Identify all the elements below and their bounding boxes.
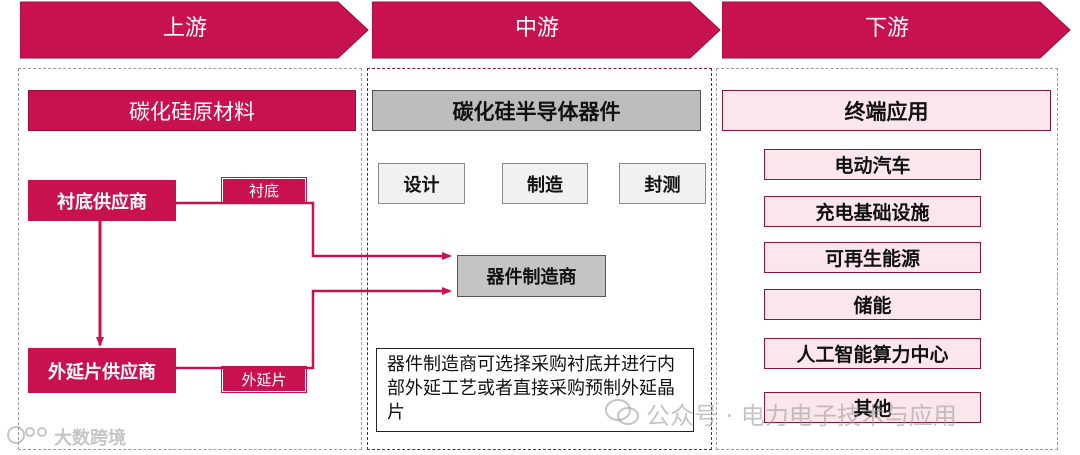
- app-other: 其他: [764, 392, 981, 423]
- stage-arrow-downstream: 下游: [722, 0, 1072, 60]
- stage-label-downstream: 下游: [864, 16, 909, 41]
- upstream-header: 碳化硅原材料: [28, 90, 356, 131]
- arrow-shape: [20, 1, 369, 59]
- arrow-shape: [372, 1, 721, 59]
- stage-arrow-upstream: 上游: [20, 0, 370, 60]
- app-ev: 电动汽车: [764, 149, 981, 180]
- epi-supplier-box: 外延片供应商: [28, 348, 176, 393]
- step-packaging-test: 封测: [619, 163, 706, 204]
- epi-flow-arrow: [176, 287, 452, 370]
- substrate-tag: 衬底: [221, 177, 307, 204]
- watermark-brand: 大数跨境: [54, 428, 126, 449]
- app-ai-compute: 人工智能算力中心: [764, 338, 981, 369]
- midstream-panel: [367, 68, 712, 450]
- app-charging: 充电基础设施: [764, 196, 981, 227]
- upstream-panel: [18, 68, 362, 450]
- stage-arrow-midstream: 中游: [372, 0, 722, 60]
- midstream-header: 碳化硅半导体器件: [372, 90, 701, 131]
- wechat-icon: [604, 397, 640, 427]
- substrate-flow-arrow: [176, 201, 452, 260]
- app-storage: 储能: [764, 289, 981, 320]
- step-design: 设计: [378, 163, 465, 204]
- stage-label-midstream: 中游: [514, 16, 559, 41]
- downstream-header: 终端应用: [722, 90, 1051, 131]
- watermark-logo-icon: [6, 422, 52, 448]
- step-manufacture: 制造: [502, 163, 588, 204]
- substrate-supplier-box: 衬底供应商: [28, 180, 176, 221]
- arrow-shape: [722, 1, 1071, 59]
- app-renewable: 可再生能源: [764, 242, 981, 273]
- stage-label-upstream: 上游: [162, 16, 207, 41]
- downstream-panel: [716, 68, 1058, 450]
- watermark-official-account: 公众号 · 电力电子技术与应用: [646, 402, 957, 430]
- device-maker-box: 器件制造商: [457, 255, 606, 297]
- maker-note: 器件制造商可选择采购衬底并进行内部外延工艺或者直接采购预制外延晶片: [376, 348, 694, 432]
